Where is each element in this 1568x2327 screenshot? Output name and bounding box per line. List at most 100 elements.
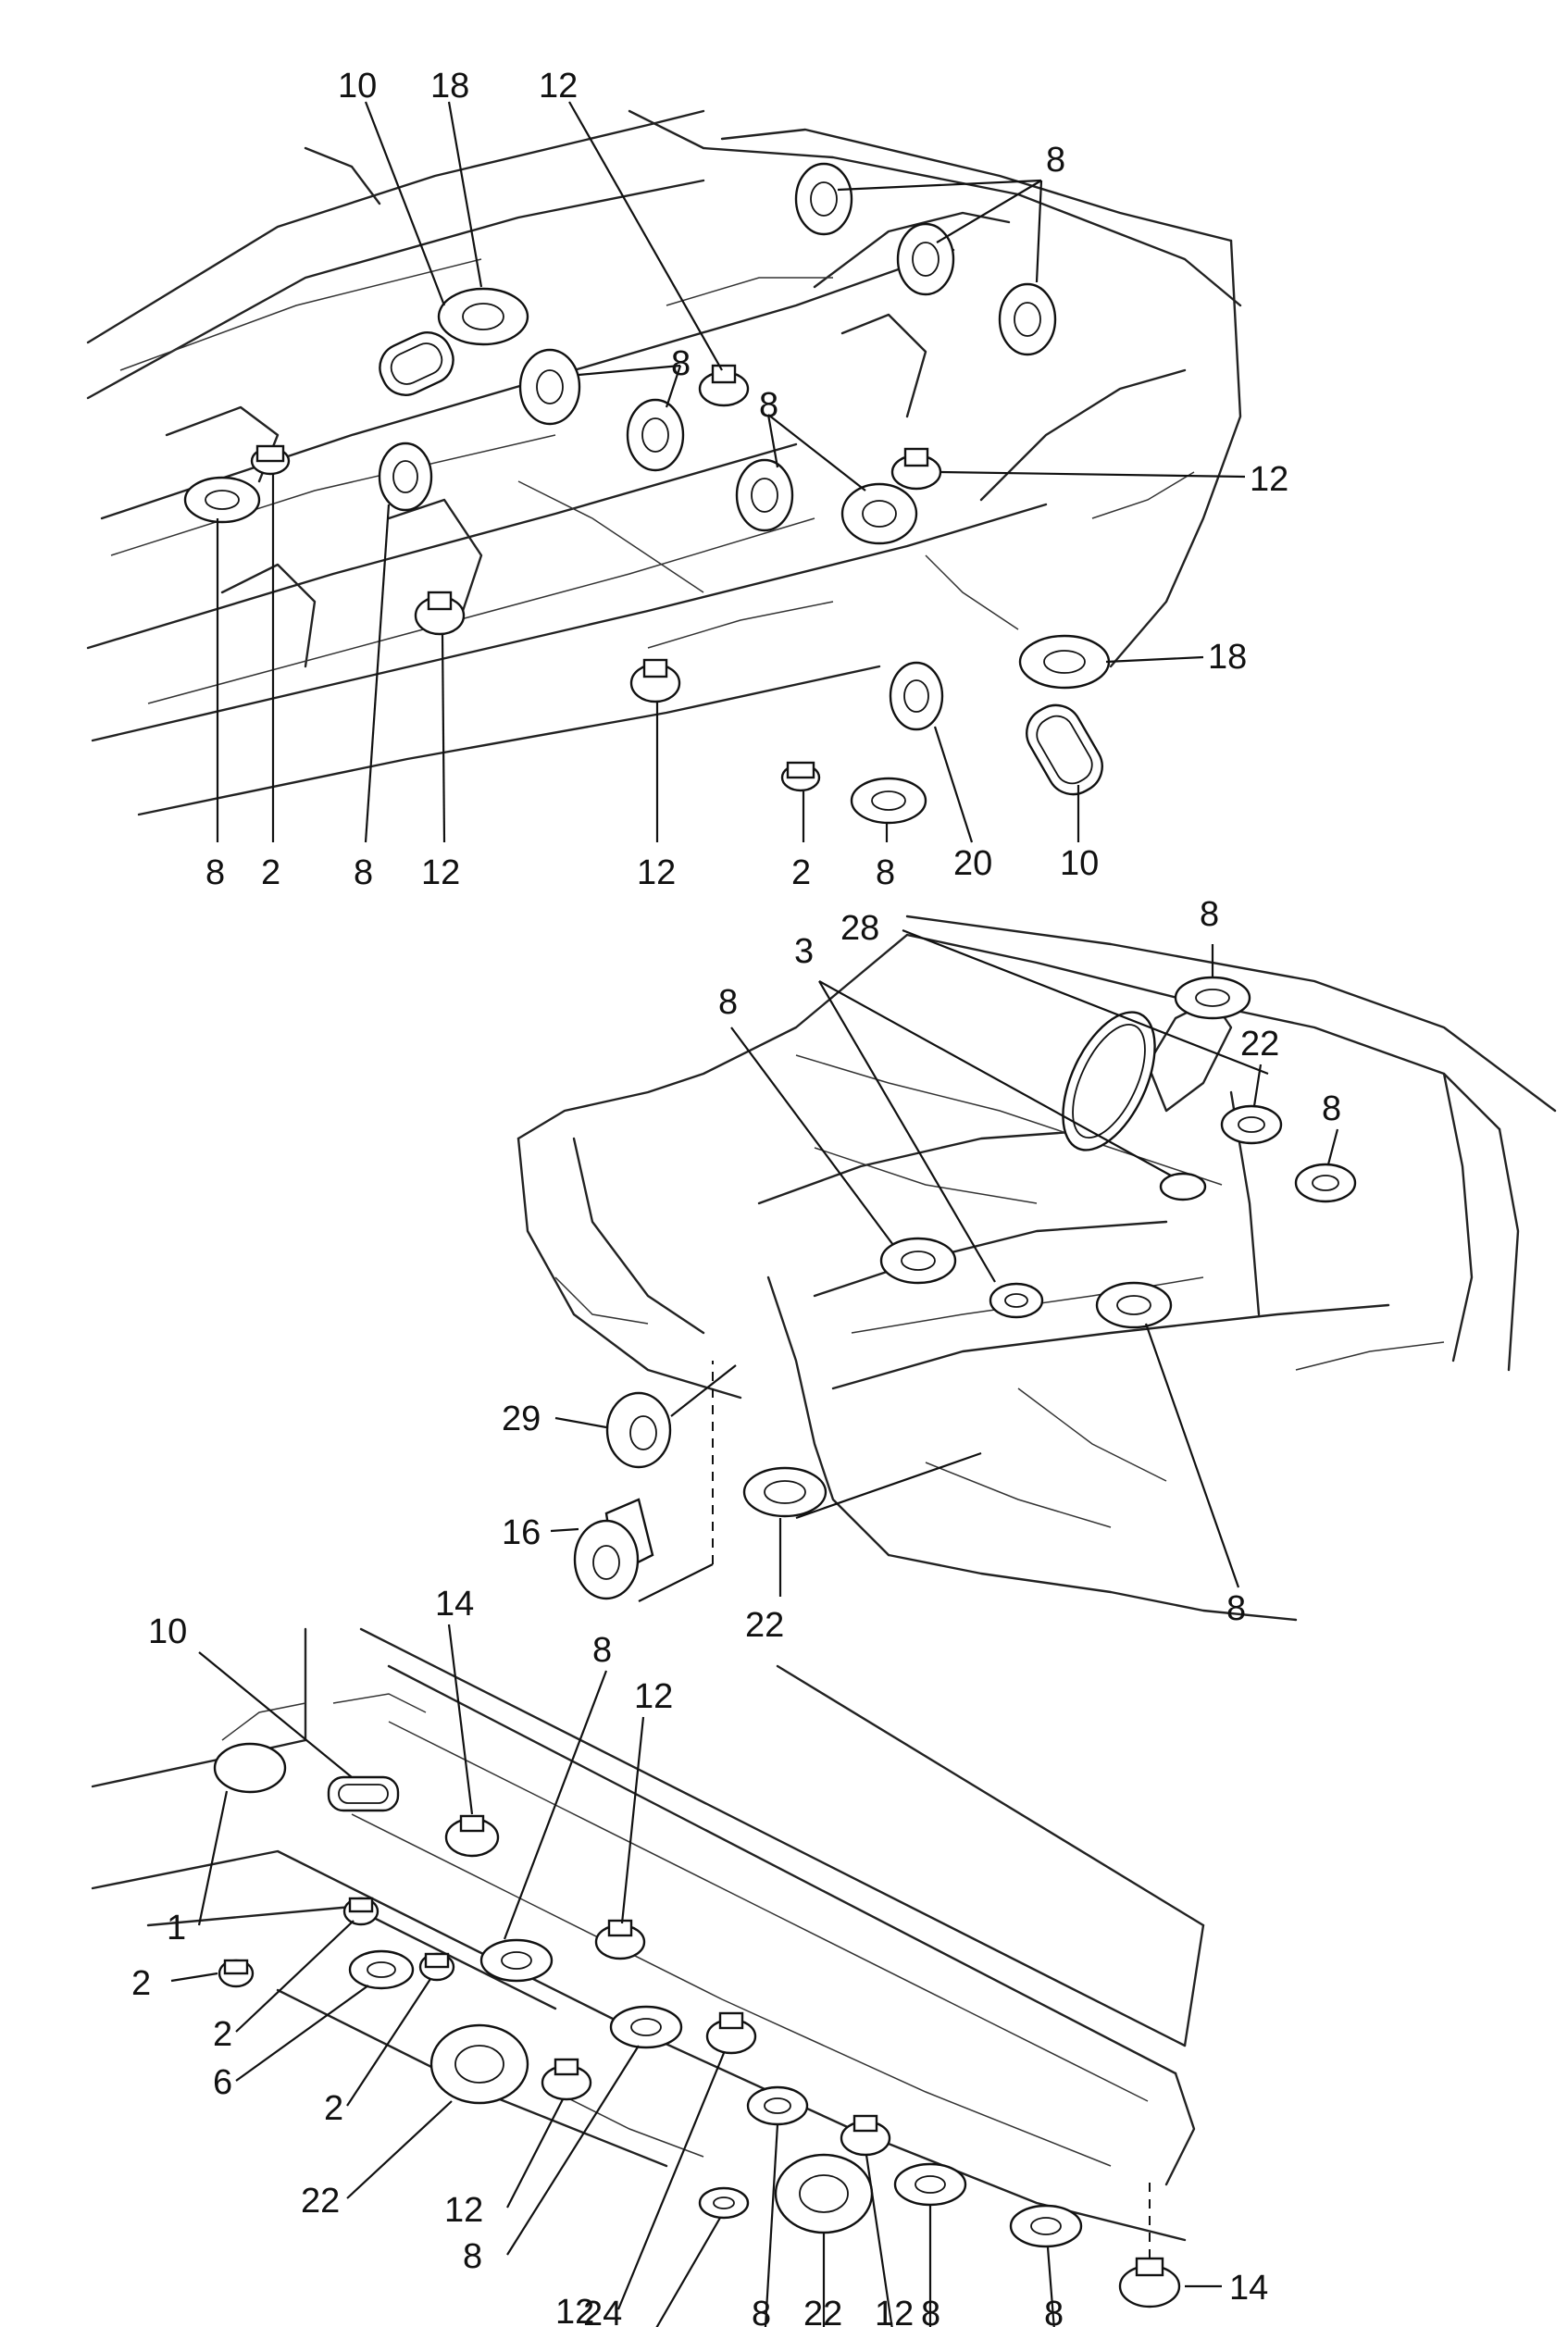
callout-bot-14-top: 14 bbox=[435, 1585, 474, 1624]
grommet-22-mid-upper[interactable] bbox=[1220, 1104, 1283, 1145]
callout-top-8-mid: 8 bbox=[671, 344, 691, 383]
grommet-8-bottom-c[interactable] bbox=[746, 2085, 809, 2126]
clip-12-bottom-c[interactable] bbox=[705, 2011, 757, 2055]
nut-2-bottom-a[interactable] bbox=[218, 1959, 255, 1988]
callout-bot-22-left: 22 bbox=[301, 2182, 340, 2221]
nut-2-top-left[interactable] bbox=[250, 444, 291, 476]
grommet-8-top-b[interactable] bbox=[896, 222, 955, 296]
clip-14-bottom-right[interactable] bbox=[1118, 2257, 1181, 2308]
large-opening-28[interactable] bbox=[1044, 999, 1174, 1164]
grommet-22-mid-lower[interactable] bbox=[742, 1466, 828, 1518]
clip-12-top-a[interactable] bbox=[698, 364, 750, 407]
large-grommet-22-bottom-b[interactable] bbox=[774, 2153, 874, 2234]
grommet-18-top-right[interactable] bbox=[1018, 634, 1111, 690]
grommet-8-top-h[interactable] bbox=[378, 442, 433, 512]
view-top: 10 18 12 8 8 8 12 18 8 2 8 12 12 2 8 20 … bbox=[86, 67, 1288, 892]
callout-bot-8-a: 8 bbox=[463, 2237, 482, 2276]
callout-bot-8-c: 8 bbox=[921, 2295, 940, 2327]
oval-grommet-10-top-right[interactable] bbox=[1017, 696, 1112, 804]
callout-top-2-bottom-a: 2 bbox=[261, 853, 280, 892]
body-shell-outline bbox=[516, 915, 1557, 1622]
callout-top-12-right: 12 bbox=[1250, 460, 1288, 499]
callouts-middle: 28 3 8 8 22 8 29 16 22 8 bbox=[502, 895, 1341, 1645]
callout-mid-29: 29 bbox=[502, 1400, 541, 1438]
callout-bot-2-b: 2 bbox=[213, 2015, 232, 2054]
callout-top-12-bottom-b: 12 bbox=[637, 853, 676, 892]
callout-top-8-center: 8 bbox=[759, 386, 778, 425]
callout-mid-8-right: 8 bbox=[1322, 1089, 1341, 1128]
grommet-8-top-f[interactable] bbox=[735, 458, 794, 532]
callout-bot-8-b: 8 bbox=[752, 2295, 771, 2327]
callout-top-12-bottom-a: 12 bbox=[421, 853, 460, 892]
grommet-8-top-c[interactable] bbox=[998, 282, 1057, 356]
callout-bot-24: 24 bbox=[583, 2295, 622, 2327]
grommet-8-mid-center[interactable] bbox=[1095, 1281, 1173, 1329]
grommet-8-top-g[interactable] bbox=[840, 482, 918, 545]
grommet-8-bottom-b[interactable] bbox=[609, 2005, 683, 2049]
grommet-8-bottom-e[interactable] bbox=[1009, 2204, 1083, 2248]
grommet-20-top[interactable] bbox=[889, 661, 944, 731]
grommet-6-bottom[interactable] bbox=[348, 1949, 415, 1990]
leaders-middle bbox=[550, 928, 1339, 1602]
callout-bot-22-bottom: 22 bbox=[803, 2295, 842, 2327]
clip-12-bottom-a[interactable] bbox=[594, 1919, 646, 1960]
callout-mid-8-lower: 8 bbox=[1226, 1589, 1246, 1628]
grommet-8-top-e[interactable] bbox=[626, 398, 685, 472]
clip-12-top-d[interactable] bbox=[629, 658, 681, 703]
callout-top-10-upper: 10 bbox=[338, 67, 377, 106]
plug-3-mid-a[interactable] bbox=[989, 1282, 1044, 1319]
callout-top-8-right: 8 bbox=[1046, 141, 1065, 180]
callouts-bottom: 14 10 8 12 1 2 2 6 2 22 12 8 12 24 8 22 … bbox=[131, 1585, 1268, 2327]
grommet-8-mid-left[interactable] bbox=[879, 1237, 957, 1285]
nut-2-bottom-c[interactable] bbox=[418, 1952, 455, 1982]
grommet-24-bottom[interactable] bbox=[698, 2186, 750, 2220]
callout-mid-3: 3 bbox=[794, 932, 814, 971]
callout-mid-22-lower: 22 bbox=[745, 1606, 784, 1645]
clip-14-bottom-top[interactable] bbox=[444, 1814, 500, 1858]
callout-bot-10: 10 bbox=[148, 1612, 187, 1651]
grommet-1-bottom[interactable] bbox=[213, 1742, 287, 1794]
callout-mid-16: 16 bbox=[502, 1513, 541, 1552]
callout-bot-8-d: 8 bbox=[1044, 2295, 1064, 2327]
callout-top-2-bottom-b: 2 bbox=[791, 853, 811, 892]
oval-grommet-10-top-left[interactable] bbox=[372, 325, 461, 404]
grommet-8-bottom-d[interactable] bbox=[893, 2162, 967, 2207]
callout-bot-12-c: 12 bbox=[875, 2295, 914, 2327]
grommet-18-top-left[interactable] bbox=[437, 287, 529, 346]
callout-bot-2-a: 2 bbox=[131, 1964, 151, 2003]
callout-top-20-bottom: 20 bbox=[953, 844, 992, 883]
callouts-top: 10 18 12 8 8 8 12 18 8 2 8 12 12 2 8 20 … bbox=[205, 67, 1288, 892]
clip-12-top-b[interactable] bbox=[890, 447, 942, 491]
leaders-bottom bbox=[170, 1624, 1222, 2327]
grommet-8-bottom-a[interactable] bbox=[479, 1938, 554, 1983]
cap-16[interactable] bbox=[573, 1498, 654, 1600]
callout-top-10-bottom: 10 bbox=[1060, 844, 1099, 883]
large-grommet-22-bottom-a[interactable] bbox=[429, 2023, 529, 2105]
callout-bot-2-c: 2 bbox=[324, 2089, 343, 2128]
callout-bot-12-top: 12 bbox=[634, 1677, 673, 1716]
nut-2-bottom-b[interactable] bbox=[342, 1897, 380, 1926]
callout-bot-14-right: 14 bbox=[1229, 2269, 1268, 2308]
clip-12-top-c[interactable] bbox=[414, 591, 466, 636]
clip-12-bottom-b[interactable] bbox=[541, 2058, 592, 2101]
nut-2-top-right[interactable] bbox=[780, 761, 821, 792]
clip-12-bottom-d[interactable] bbox=[840, 2114, 891, 2157]
grommet-8-mid-top[interactable] bbox=[1174, 976, 1251, 1020]
callout-mid-28: 28 bbox=[840, 909, 879, 948]
grommet-8-top-a[interactable] bbox=[794, 162, 853, 236]
callout-top-8-bottom-a: 8 bbox=[205, 853, 225, 892]
grommet-8-top-j[interactable] bbox=[850, 777, 927, 825]
callout-top-12-upper: 12 bbox=[539, 67, 578, 106]
callout-top-8-bottom-c: 8 bbox=[876, 853, 895, 892]
sill-outline bbox=[91, 1627, 1205, 2242]
grommet-8-top-d[interactable] bbox=[518, 348, 581, 426]
callout-mid-22-upper: 22 bbox=[1240, 1025, 1279, 1064]
oval-grommet-10-bottom[interactable] bbox=[327, 1775, 400, 1812]
grommet-8-top-i[interactable] bbox=[183, 476, 261, 524]
grommet-8-mid-right[interactable] bbox=[1294, 1163, 1357, 1203]
callout-mid-8-left: 8 bbox=[718, 983, 738, 1022]
plug-3-mid-b[interactable] bbox=[1159, 1172, 1207, 1201]
cap-29[interactable] bbox=[605, 1391, 672, 1469]
callout-bot-1: 1 bbox=[167, 1909, 186, 1947]
